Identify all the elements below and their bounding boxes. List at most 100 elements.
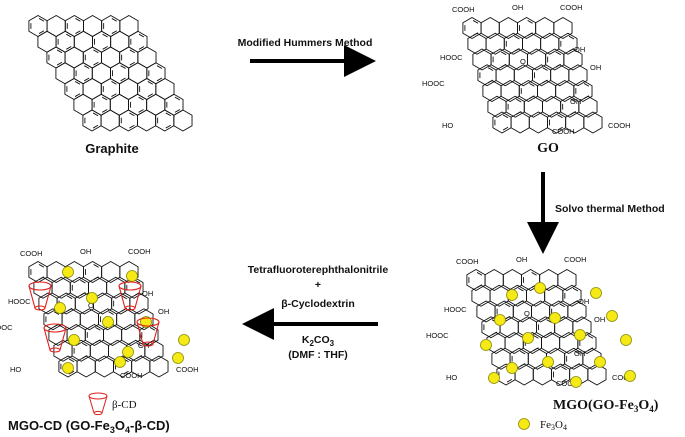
ring	[471, 284, 491, 307]
double-bond	[92, 112, 99, 117]
ring	[101, 260, 121, 284]
double-bond	[533, 335, 539, 339]
double-bond	[80, 279, 86, 284]
cooh-label: COOH	[564, 255, 587, 264]
double-bond	[93, 264, 99, 268]
double-bond	[38, 264, 45, 268]
epoxy-o-label: O	[524, 309, 530, 318]
fe3o4-particle	[506, 289, 518, 301]
double-bond	[53, 311, 60, 315]
double-bond	[111, 81, 117, 85]
double-bond	[138, 109, 144, 113]
double-bond	[129, 61, 135, 66]
ring	[532, 64, 552, 87]
ring	[513, 64, 533, 87]
ring	[84, 323, 104, 347]
ring	[573, 79, 593, 103]
ring	[79, 308, 99, 331]
ring	[535, 16, 555, 40]
hooc-label: HOOC	[426, 331, 449, 340]
oh-label: OH	[590, 63, 601, 72]
ring	[69, 276, 89, 299]
double-bond	[92, 124, 99, 129]
mgo-cd-caption: MGO-CD (GO-Fe3O4-β-CD)	[8, 418, 170, 435]
fe3o4-particle	[570, 376, 582, 388]
double-bond	[75, 30, 81, 34]
double-bond	[174, 109, 181, 113]
ring	[467, 32, 487, 55]
reagent-line4: K2CO3	[302, 334, 335, 348]
reagent-line5: (DMF : THF)	[288, 349, 347, 361]
reagent-line1: Tetrafluoroterephthalonitrile	[248, 264, 389, 276]
double-bond	[134, 279, 141, 284]
double-bond	[529, 83, 535, 87]
double-bond	[108, 311, 114, 315]
ring	[498, 16, 518, 40]
double-bond	[518, 287, 524, 292]
ring	[522, 32, 542, 55]
ring	[553, 16, 573, 40]
epoxy-o-label: O	[88, 301, 94, 310]
ring	[89, 339, 109, 362]
double-bond	[129, 124, 135, 129]
cooh-label: COOH	[608, 121, 631, 130]
double-bond	[514, 35, 520, 40]
double-bond	[574, 350, 580, 355]
fe3o4-particle	[624, 370, 636, 382]
oh-label: OH	[516, 255, 527, 264]
double-bond	[165, 112, 171, 117]
cooh-label: COOH	[560, 3, 583, 12]
oh-label: OH	[594, 315, 605, 324]
ring	[587, 363, 607, 386]
ring	[562, 284, 582, 307]
ring	[484, 268, 504, 292]
ring	[500, 79, 520, 103]
fe3o4-particle	[68, 334, 80, 346]
fe3o4-particle	[549, 312, 561, 324]
cooh-label: COOH	[552, 127, 575, 136]
ring	[567, 300, 587, 323]
fe3o4-legend-label: Fe3O4	[540, 419, 567, 432]
double-bond	[570, 98, 576, 103]
oh-label: OH	[158, 307, 169, 316]
fe3o4-particle	[534, 282, 546, 294]
ring	[544, 284, 564, 307]
fe3o4-particle	[620, 334, 632, 346]
fe3o4-particle	[606, 310, 618, 322]
ring	[517, 16, 537, 40]
ring	[582, 347, 602, 370]
ring	[482, 79, 502, 103]
oh-label: OH	[578, 297, 589, 306]
cooh-label: COOH	[452, 5, 475, 14]
double-bond	[102, 33, 108, 38]
double-bond	[138, 96, 144, 101]
ring	[503, 32, 523, 55]
double-bond	[520, 350, 526, 355]
hooc-label: HOOC	[444, 305, 467, 314]
oh-label: OH	[142, 289, 153, 298]
double-bond	[74, 93, 81, 97]
double-bond	[123, 370, 129, 375]
double-bond	[174, 96, 181, 101]
fe3o4-particle	[126, 270, 138, 282]
ho-label: HO	[10, 365, 21, 374]
ring	[28, 260, 48, 284]
double-bond	[111, 30, 117, 34]
ring	[476, 300, 496, 323]
go-caption: GO	[537, 141, 559, 156]
hooc-label: HOOC	[8, 297, 31, 306]
ring	[489, 284, 509, 307]
ring	[129, 292, 149, 315]
fe3o4-particle	[86, 292, 98, 304]
fe3o4-particle	[102, 316, 114, 328]
double-bond	[111, 18, 117, 22]
double-bond	[516, 98, 522, 103]
ring	[466, 268, 486, 292]
ring	[527, 48, 547, 71]
graphite-structure	[28, 14, 193, 132]
double-bond	[531, 272, 537, 276]
ring	[540, 32, 560, 55]
ring	[480, 16, 500, 40]
double-bond	[74, 81, 81, 85]
